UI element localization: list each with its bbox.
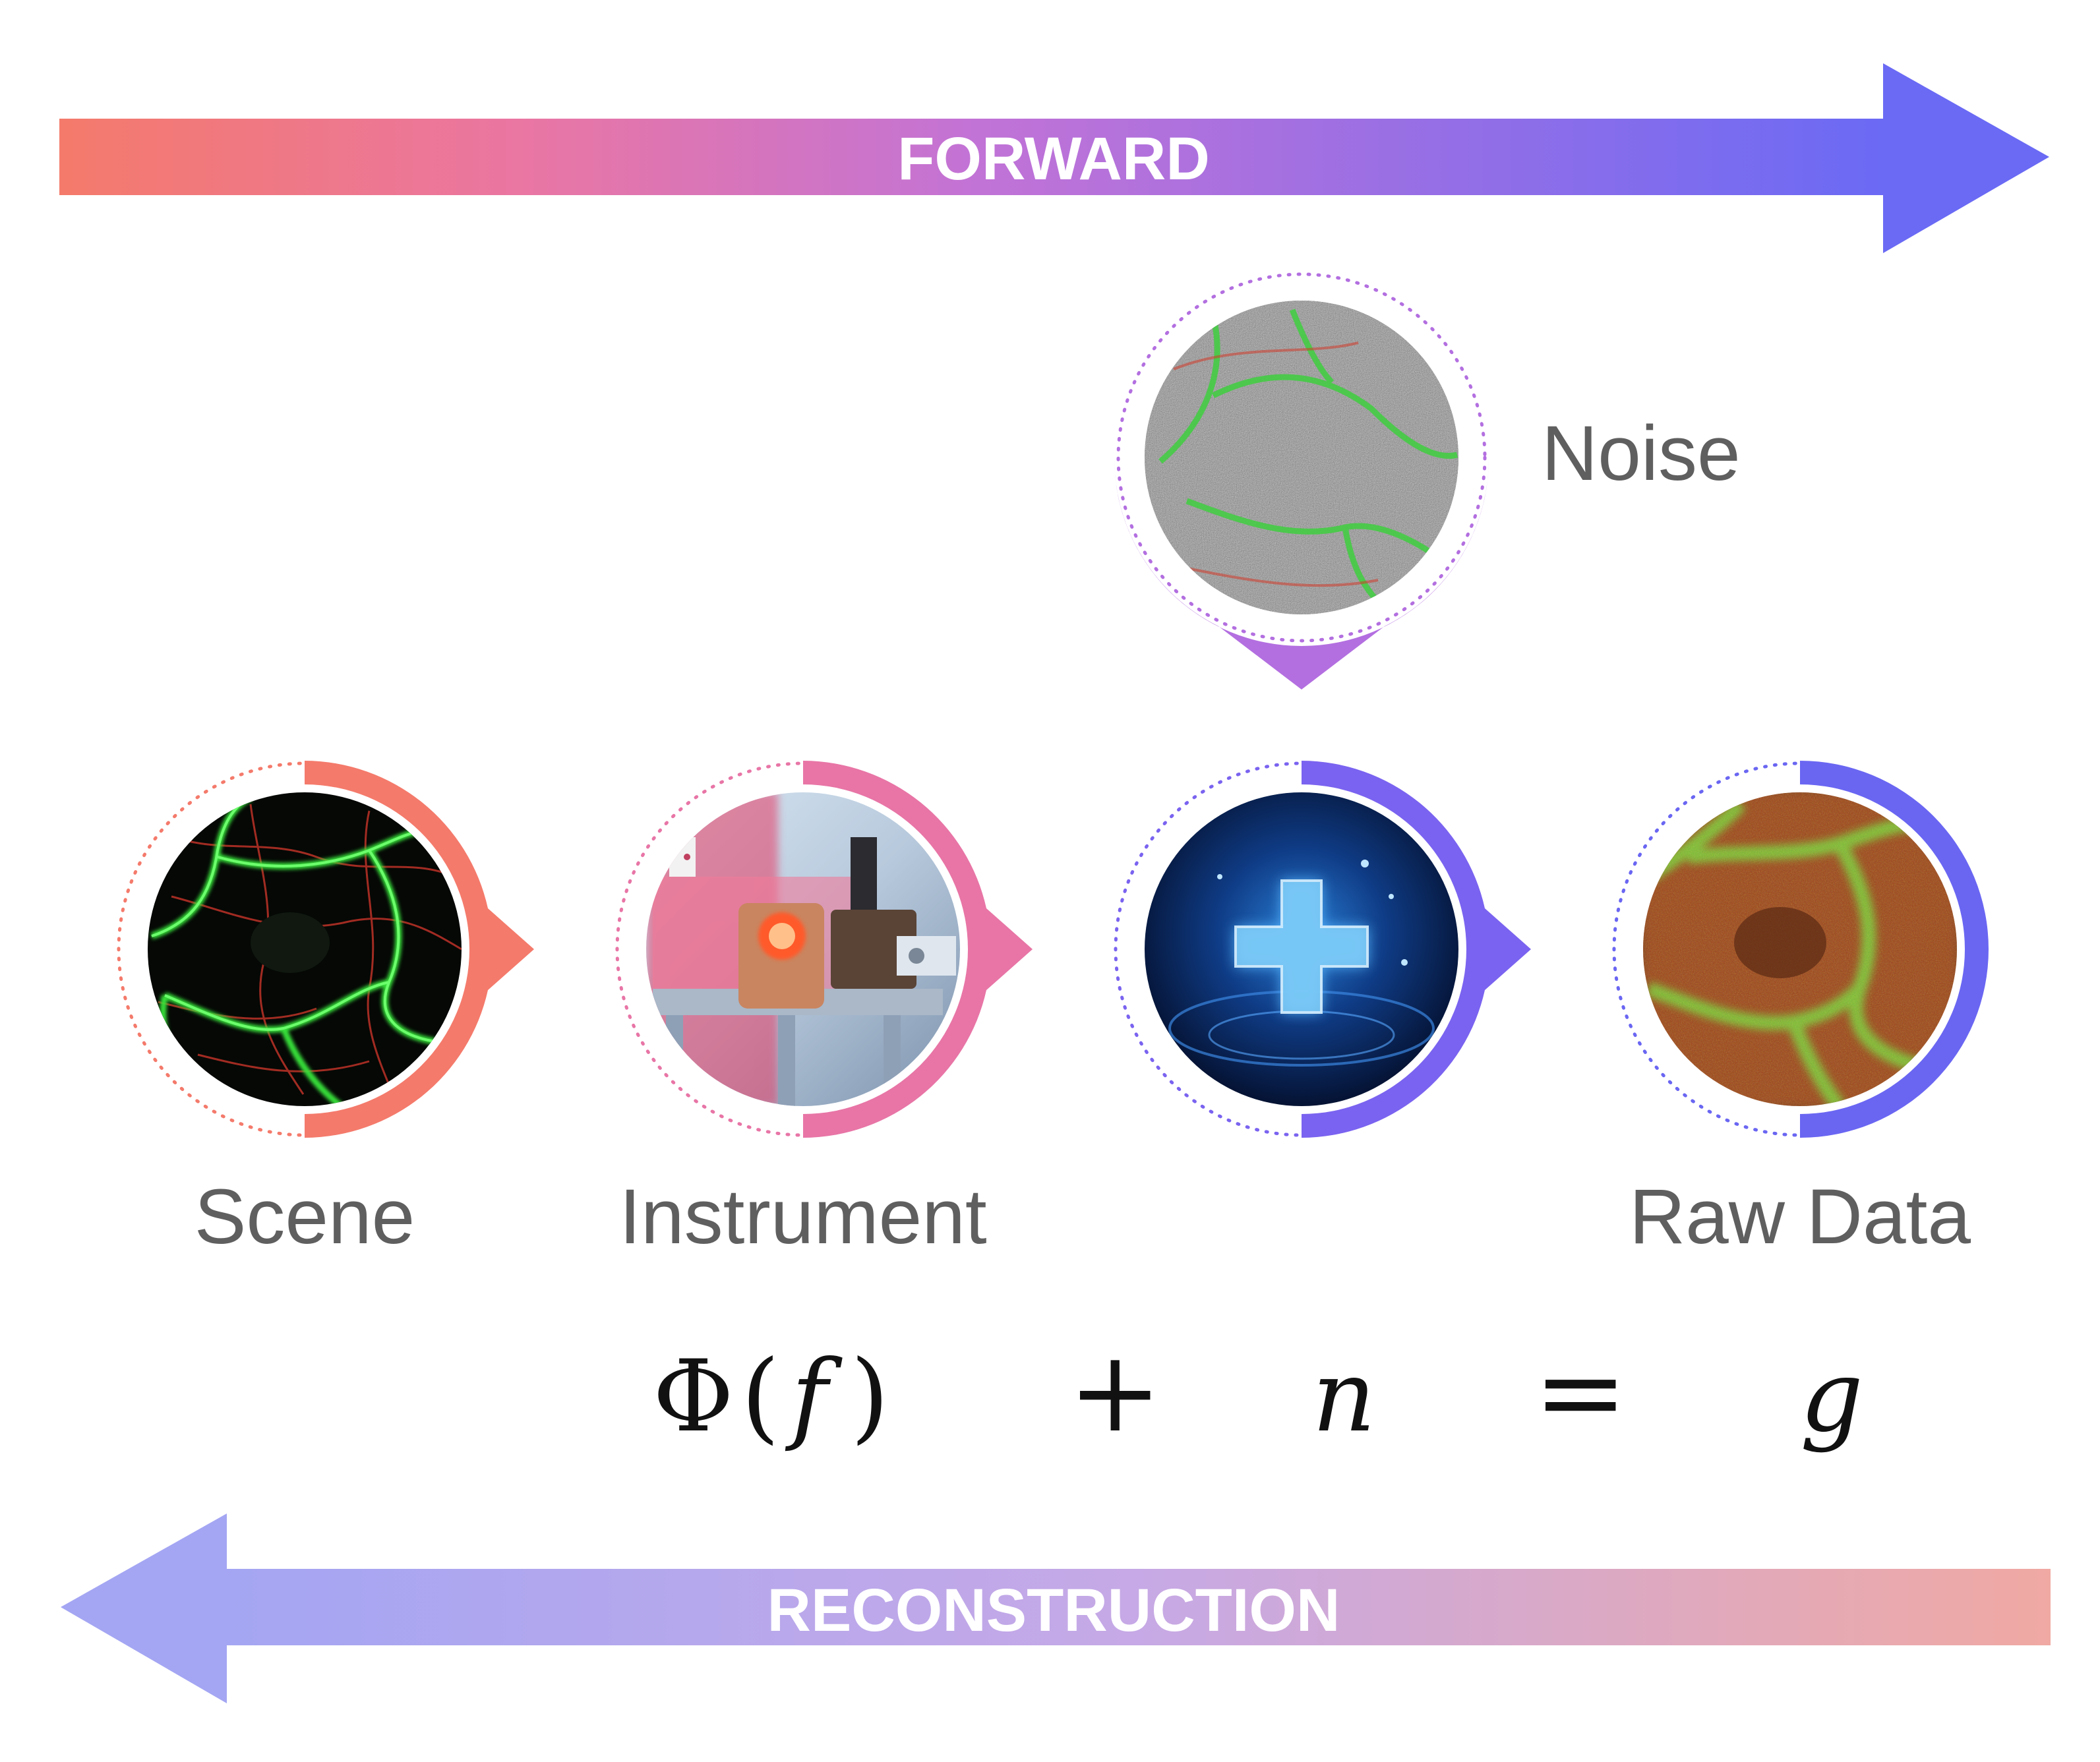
noise-node: Noise — [1114, 272, 1741, 690]
sum-node — [1114, 761, 1531, 1138]
scene-label: Scene — [195, 1173, 415, 1260]
noise-dotted-ring — [1116, 272, 1487, 643]
instrument-label: Instrument — [619, 1173, 986, 1260]
plus-icon — [1234, 879, 1369, 1014]
equation-equals: = — [1534, 1327, 1627, 1457]
raw-data-image — [1643, 792, 1957, 1106]
reconstruction-arrow-head — [61, 1513, 227, 1703]
sum-image — [1145, 792, 1458, 1106]
equation-f: f — [785, 1339, 843, 1454]
scene-image — [148, 792, 462, 1106]
scene-node: Scene — [117, 761, 534, 1260]
forward-label: FORWARD — [897, 125, 1210, 192]
equation: Φ ( f ) + n = g — [653, 1327, 1863, 1457]
instrument-node: Instrument — [615, 761, 1033, 1260]
reconstruction-label: RECONSTRUCTION — [767, 1577, 1340, 1644]
equation-phi: Φ — [653, 1339, 734, 1454]
reconstruction-arrow: RECONSTRUCTION — [61, 1513, 2051, 1703]
instrument-image — [646, 792, 960, 1106]
equation-g: g — [1800, 1339, 1863, 1454]
reconstruction-arrow-shaft — [218, 1569, 2051, 1645]
equation-left-paren: ( — [741, 1339, 780, 1454]
equation-plus: + — [1068, 1327, 1162, 1457]
raw-data-label: Raw Data — [1629, 1173, 1971, 1260]
forward-arrow: FORWARD — [59, 63, 2049, 253]
equation-n: n — [1312, 1339, 1376, 1454]
forward-arrow-shaft — [59, 119, 1892, 195]
noise-image — [1145, 301, 1458, 614]
raw-data-node: Raw Data — [1612, 761, 1989, 1260]
equation-right-paren: ) — [851, 1339, 889, 1454]
noise-label: Noise — [1542, 410, 1741, 497]
forward-arrow-head — [1883, 63, 2049, 253]
